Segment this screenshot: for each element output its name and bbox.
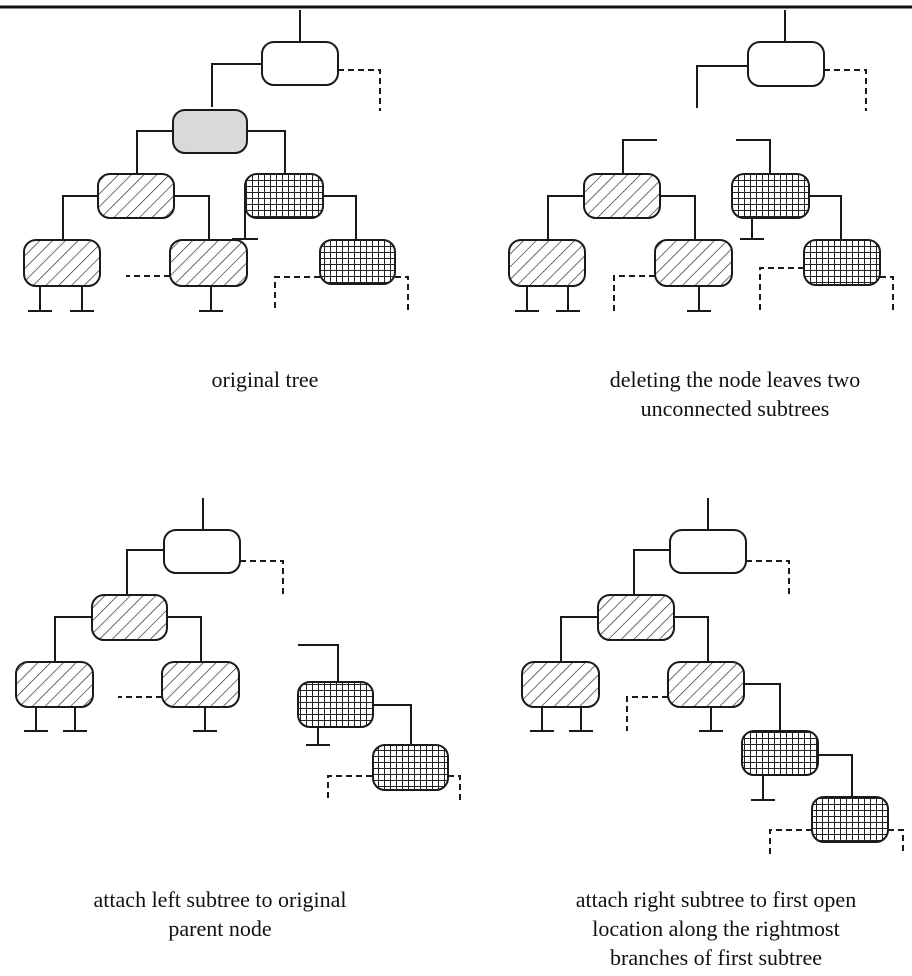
panel-original-tree <box>23 10 409 312</box>
left-leaf <box>15 661 94 708</box>
panel-attach-left <box>15 498 461 800</box>
right-subtree-root <box>297 681 374 728</box>
left-right-child <box>654 239 733 287</box>
right-subtree-root <box>244 173 324 219</box>
root-node <box>669 529 747 574</box>
right-subtree-root <box>741 730 819 776</box>
left-subtree-root <box>91 594 168 641</box>
root-node <box>163 529 241 574</box>
left-leaf <box>521 661 600 708</box>
root-node <box>261 41 339 86</box>
caption-deleting-node: deleting the node leaves two unconnected… <box>609 367 861 421</box>
left-leaf <box>508 239 586 287</box>
left-right-child <box>161 661 240 708</box>
left-leaf <box>23 239 101 287</box>
caption-original-tree: original tree <box>211 367 319 392</box>
right-right-child <box>803 239 881 286</box>
root-node <box>747 41 825 87</box>
left-subtree-root <box>597 594 675 641</box>
panel-attach-right <box>521 498 904 858</box>
right-subtree-root <box>731 173 810 219</box>
right-right-child <box>811 796 889 843</box>
caption-attach-right: attach right subtree to first open locat… <box>575 887 857 970</box>
left-right-child <box>667 661 745 708</box>
right-right-child <box>372 744 449 791</box>
panel-deleted-node <box>508 10 894 312</box>
caption-attach-left: attach left subtree to original parent n… <box>93 887 347 941</box>
right-right-child <box>319 239 396 285</box>
deleted-node <box>172 109 248 154</box>
left-right-child <box>169 239 248 287</box>
left-subtree-root <box>583 173 661 219</box>
left-subtree-root <box>97 173 175 219</box>
